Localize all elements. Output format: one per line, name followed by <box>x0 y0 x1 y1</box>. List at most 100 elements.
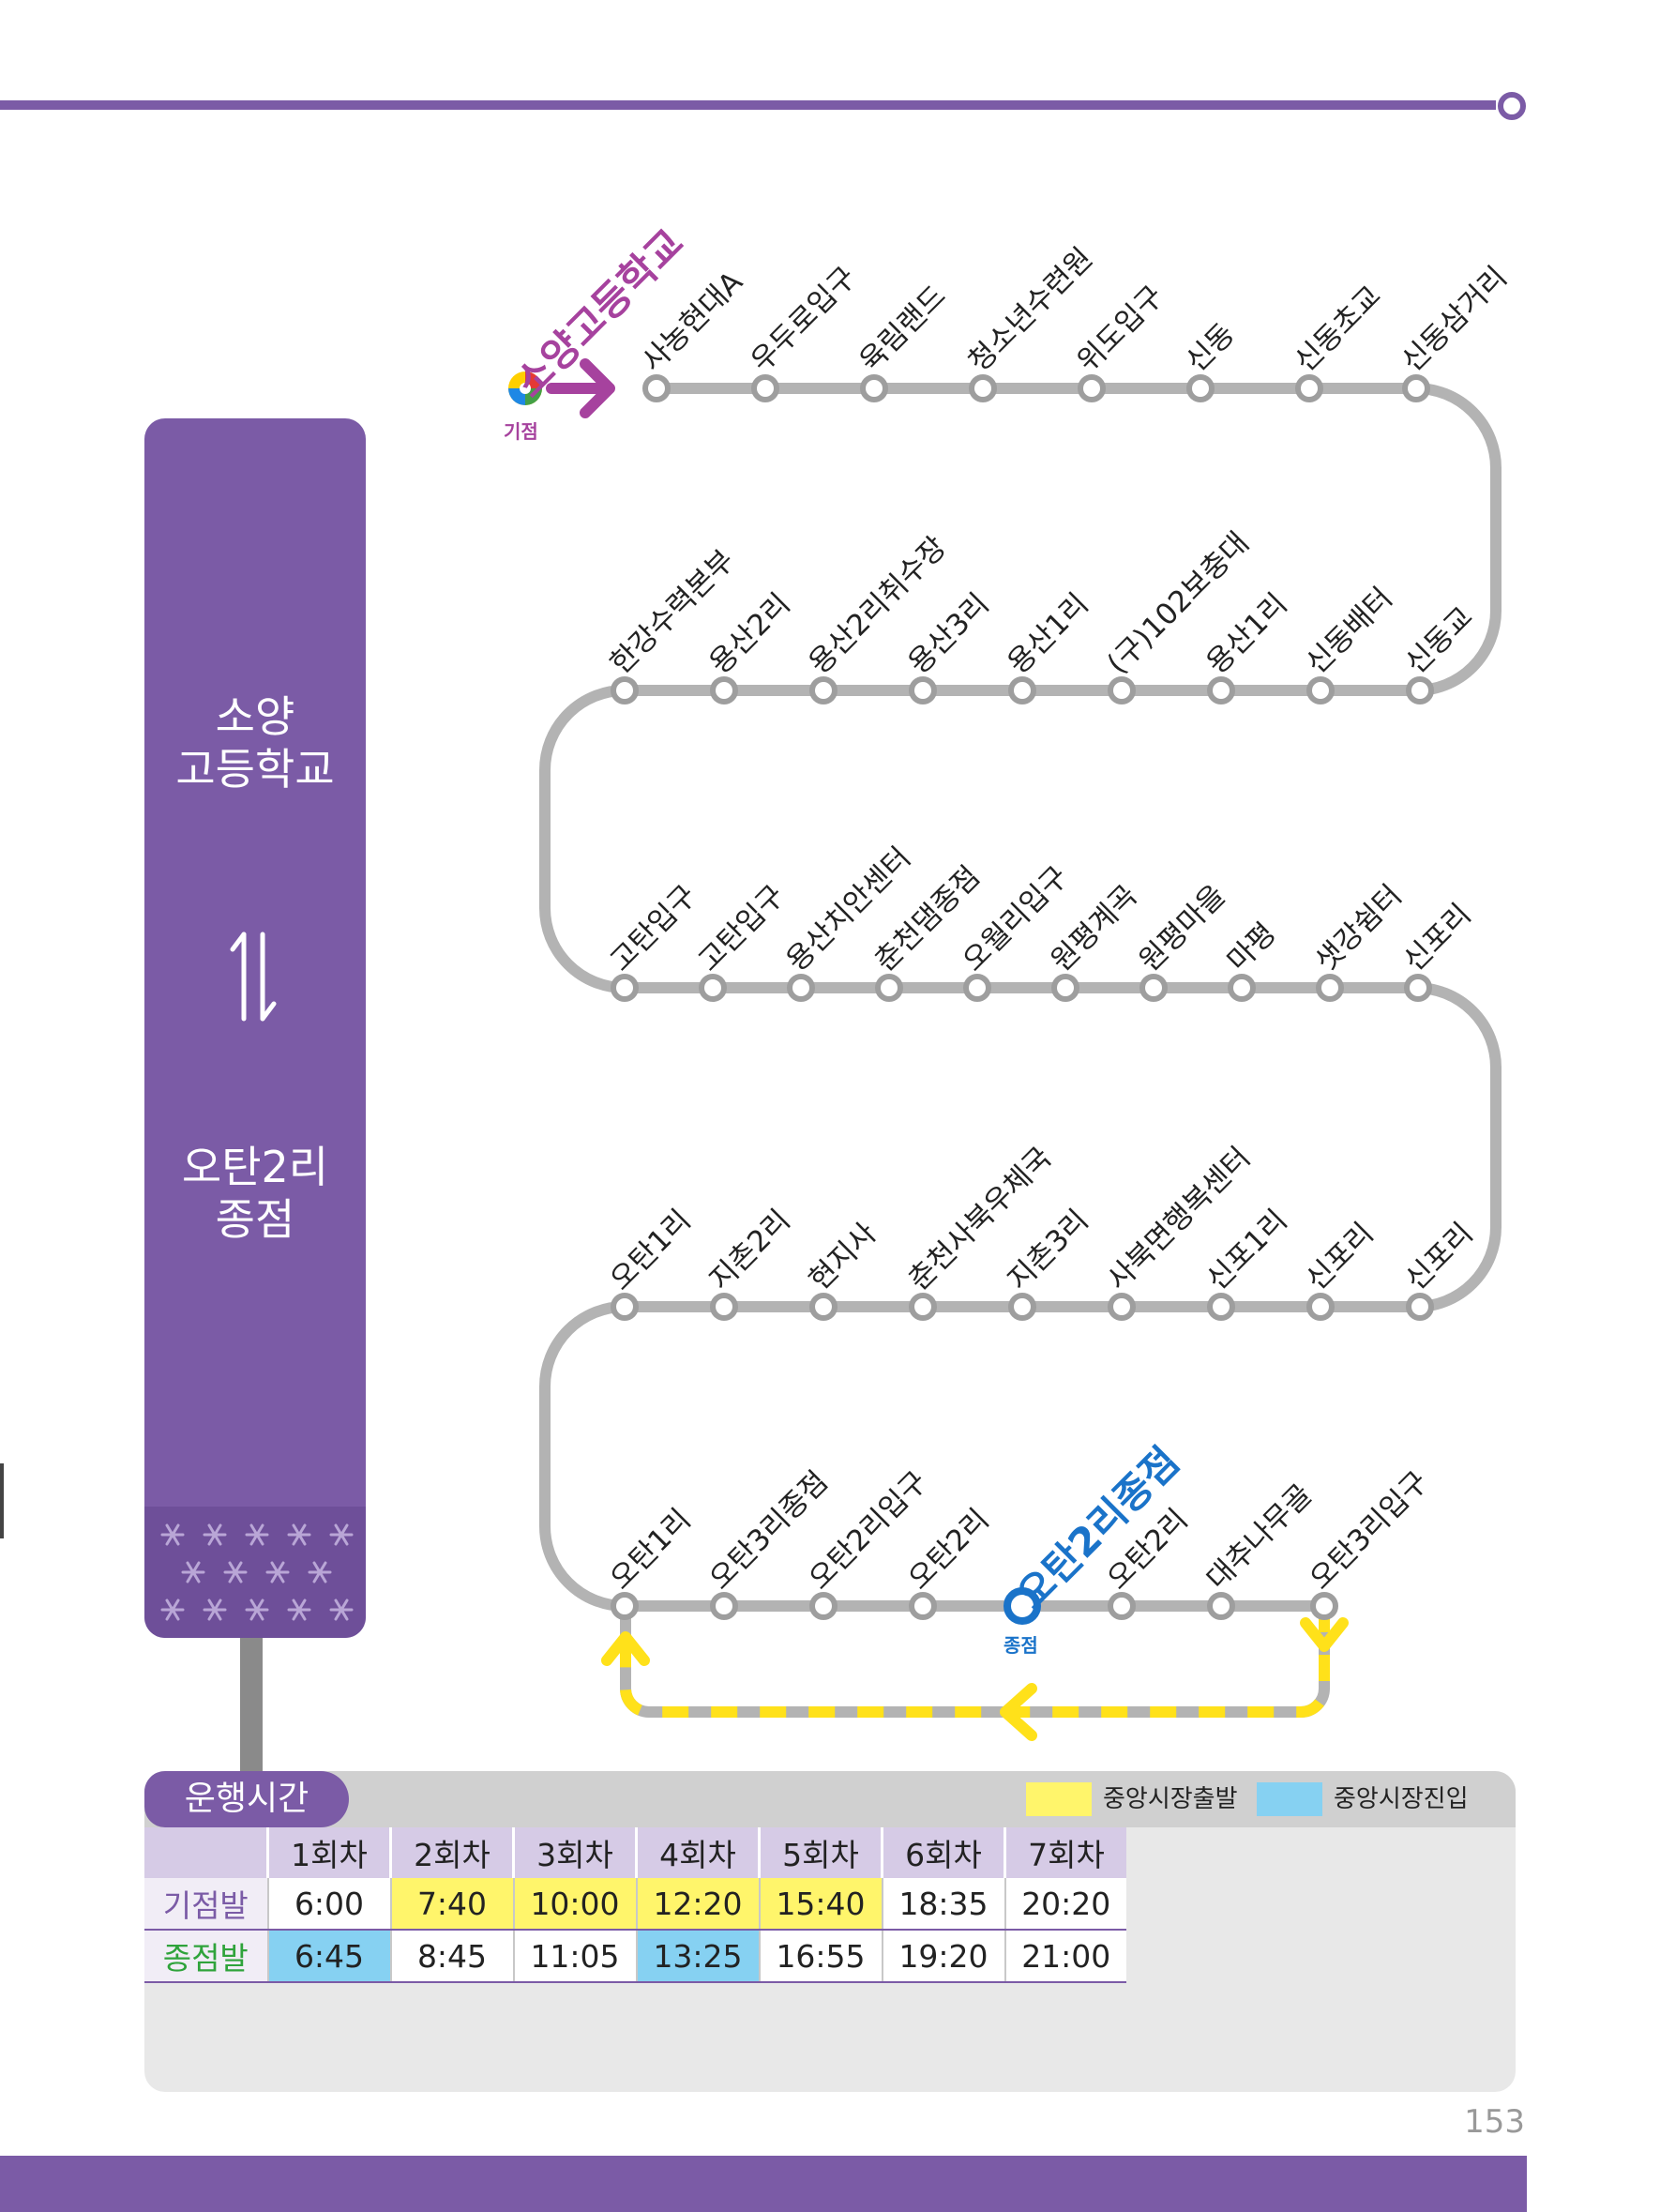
table-row: 종점발 6:45 8:45 11:05 13:25 16:55 19:20 21… <box>144 1930 1126 1983</box>
loop-arrows <box>601 1617 1349 1741</box>
station-dot <box>751 374 779 402</box>
station-dot <box>1295 374 1323 402</box>
flower-icon <box>329 1598 354 1621</box>
time-cell: 10:00 <box>512 1878 637 1931</box>
route-segment-1 <box>619 383 1502 696</box>
flower-icon <box>160 1598 185 1621</box>
station-dot <box>1207 1293 1235 1321</box>
bottom-band <box>0 2156 1527 2212</box>
flower-icon <box>203 1523 227 1546</box>
time-cell: 6:45 <box>266 1930 391 1983</box>
column-header: 1회차 <box>266 1827 391 1878</box>
origin-marker-icon <box>508 371 542 405</box>
column-header: 2회차 <box>389 1827 514 1878</box>
edge-mark <box>0 1463 4 1538</box>
station-dot <box>909 676 937 705</box>
flower-icon <box>160 1523 185 1546</box>
time-cell: 16:55 <box>758 1930 883 1983</box>
station-dot <box>611 974 639 1002</box>
station-dot <box>1108 1293 1136 1321</box>
time-cell: 11:05 <box>512 1930 637 1983</box>
time-cell: 13:25 <box>635 1930 760 1983</box>
origin-arrow-icon <box>546 358 615 418</box>
flower-icon <box>245 1523 269 1546</box>
station-dot <box>1051 974 1079 1002</box>
station-dot <box>909 1293 937 1321</box>
station-dot <box>1228 974 1256 1002</box>
station-dot <box>809 676 838 705</box>
timetable-header-row: 1회차 2회차 3회차 4회차 5회차 6회차 7회차 <box>144 1827 1126 1878</box>
time-cell: 8:45 <box>389 1930 514 1983</box>
page-number: 153 <box>1464 2103 1525 2141</box>
station-dot <box>611 676 639 705</box>
timetable-title: 운행시간 <box>144 1771 349 1827</box>
station-dot <box>1078 374 1106 402</box>
column-header: 3회차 <box>512 1827 637 1878</box>
station-dot <box>1404 974 1432 1002</box>
legend-label-departure: 중앙시장출발 <box>1103 1785 1238 1813</box>
station-dot <box>1207 1592 1235 1620</box>
station-dot <box>860 374 888 402</box>
dest-line2: 종점 <box>215 1194 295 1245</box>
time-cell: 12:20 <box>635 1878 760 1931</box>
origin-line1: 소양 <box>215 691 295 742</box>
dest-line1: 오탄2리 <box>181 1142 329 1192</box>
station-dot <box>699 974 727 1002</box>
station-dot <box>1306 1293 1335 1321</box>
flower-icon <box>308 1561 332 1583</box>
column-header: 4회차 <box>635 1827 760 1878</box>
up-arrow-icon <box>601 1631 650 1666</box>
station-dot <box>963 974 991 1002</box>
return-loop <box>620 1606 1330 1718</box>
flower-pattern <box>144 1507 366 1638</box>
flower-icon <box>223 1561 248 1583</box>
station-dot <box>787 974 815 1002</box>
station-dot <box>909 1592 937 1620</box>
time-cell: 20:20 <box>1004 1878 1126 1931</box>
sign-pole <box>240 1632 263 1773</box>
legend-swatch-entry <box>1257 1782 1322 1816</box>
station-dot <box>611 1592 639 1620</box>
station-dot <box>710 1592 738 1620</box>
legend-swatch-departure <box>1026 1782 1092 1816</box>
station-dot <box>875 974 903 1002</box>
down-arrow-icon <box>1300 1617 1349 1652</box>
origin-line2: 고등학교 <box>175 744 335 795</box>
route-sign-panel: 소양 고등학교 오탄2리 종점 <box>144 418 366 1638</box>
legend-label-entry: 중앙시장진입 <box>1334 1785 1469 1813</box>
station-dot <box>1402 374 1430 402</box>
flower-icon <box>287 1598 311 1621</box>
station-dot <box>710 1293 738 1321</box>
flower-icon <box>203 1598 227 1621</box>
station-dot <box>1316 974 1344 1002</box>
flower-icon <box>329 1523 354 1546</box>
time-cell: 7:40 <box>389 1878 514 1931</box>
station-dot <box>809 1293 838 1321</box>
top-rule <box>0 100 1496 110</box>
flower-icon <box>245 1598 269 1621</box>
station-dot <box>1207 676 1235 705</box>
flower-icon <box>287 1523 311 1546</box>
station-dot <box>1139 974 1168 1002</box>
column-header: 7회차 <box>1004 1827 1126 1878</box>
station-dot <box>1108 676 1136 705</box>
row-label-departure: 기점발 <box>144 1878 268 1931</box>
left-arrow-icon <box>1000 1683 1037 1741</box>
origin-tag: 기점 <box>504 420 538 443</box>
time-cell: 21:00 <box>1004 1930 1126 1983</box>
row-label-terminal: 종점발 <box>144 1930 268 1983</box>
station-dot <box>1008 676 1036 705</box>
route-segment-3 <box>539 1301 1330 1612</box>
station-dot <box>809 1592 838 1620</box>
flower-icon <box>181 1561 205 1583</box>
table-row: 기점발 6:00 7:40 10:00 12:20 15:40 18:35 20… <box>144 1878 1126 1931</box>
bidirectional-arrows-icon <box>230 932 277 1022</box>
station-dot <box>611 1293 639 1321</box>
time-cell: 6:00 <box>266 1878 391 1931</box>
station-dot <box>1186 374 1215 402</box>
terminal-tag: 종점 <box>1004 1634 1038 1657</box>
station-dot <box>1310 1592 1338 1620</box>
time-cell: 18:35 <box>881 1878 1005 1931</box>
flower-icon <box>265 1561 290 1583</box>
